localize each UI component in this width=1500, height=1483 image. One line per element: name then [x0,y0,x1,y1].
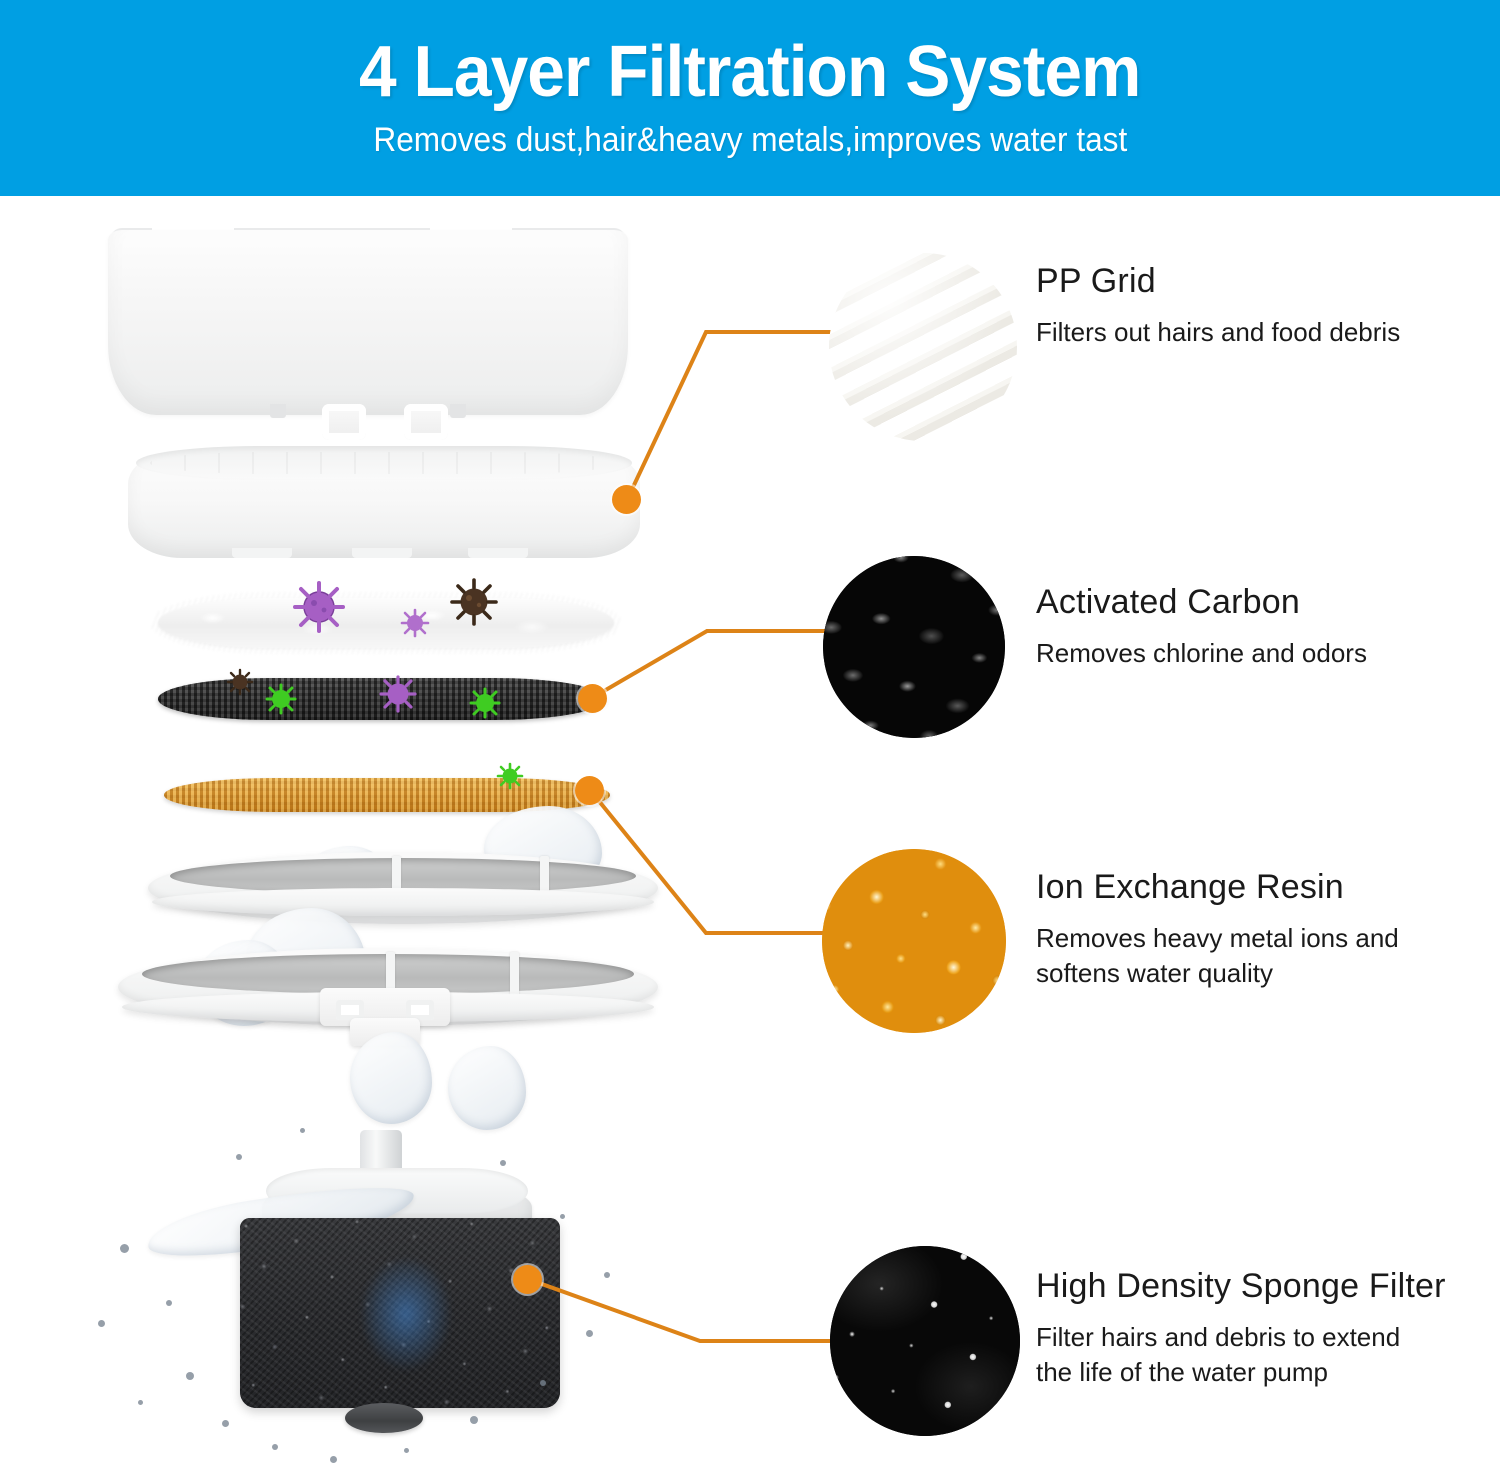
callout-desc-line-1: Filter hairs and debris to extend [1036,1322,1401,1352]
page-title: 4 Layer Filtration System [359,31,1141,112]
water-splash-pump-top [350,1032,432,1124]
germ-green-icon-1 [265,683,297,715]
leader-line-ion-resin [587,787,834,935]
leader-line-sponge [525,1276,847,1343]
callout-desc-ion-exchange-resin: Removes heavy metal ions and softens wat… [1036,921,1399,992]
germ-green-icon-2 [469,687,501,719]
suction-cup-foot [345,1403,423,1433]
callout-title-sponge-filter: High Density Sponge Filter [1036,1267,1446,1305]
callout-ion-exchange-resin: Ion Exchange Resin Removes heavy metal i… [1036,868,1399,992]
ion-exchange-resin-swatch [822,849,1006,1033]
callout-pp-grid: PP Grid Filters out hairs and food debri… [1036,262,1400,350]
callout-activated-carbon: Activated Carbon Removes chlorine and od… [1036,583,1367,671]
pp-grid-swatch [829,253,1017,441]
callout-title-activated-carbon: Activated Carbon [1036,583,1301,621]
anchor-dot-ion-resin [575,776,604,805]
anchor-dot-pp-grid [612,485,641,514]
water-splash-pump-top-2 [448,1046,526,1130]
sponge-filter-swatch [830,1246,1020,1436]
callout-desc-sponge-filter: Filter hairs and debris to extend the li… [1036,1320,1446,1391]
anchor-dot-activated-carbon [578,684,607,713]
callout-desc-activated-carbon: Removes chlorine and odors [1036,638,1367,668]
germ-brown-icon [450,578,498,626]
anchor-dot-sponge [513,1265,542,1294]
leader-line-activated-carbon [589,629,834,701]
activated-carbon-swatch [823,556,1005,738]
leader-line-pp-grid [624,330,838,503]
callout-sponge-filter: High Density Sponge Filter Filter hairs … [1036,1267,1446,1391]
callout-desc-line-2: softens water quality [1036,958,1274,989]
callout-desc-line-2: the life of the water pump [1036,1357,1328,1388]
germ-brown-small-icon [226,668,254,696]
callout-desc-pp-grid: Filters out hairs and food debris [1036,317,1401,347]
callout-title-ion-exchange-resin: Ion Exchange Resin [1036,868,1344,906]
germ-purple-small-icon [400,608,430,638]
germ-green-icon-3 [496,762,524,790]
callout-desc-line-1: Removes heavy metal ions and [1036,923,1399,953]
germ-purple-large-icon [293,581,345,633]
germ-purple-icon-2 [379,675,417,713]
sponge-pre-filter [240,1218,560,1408]
page-subtitle: Removes dust,hair&heavy metals,improves … [373,121,1127,160]
header-banner: 4 Layer Filtration System Removes dust,h… [0,0,1500,196]
callout-title-pp-grid: PP Grid [1036,262,1156,300]
